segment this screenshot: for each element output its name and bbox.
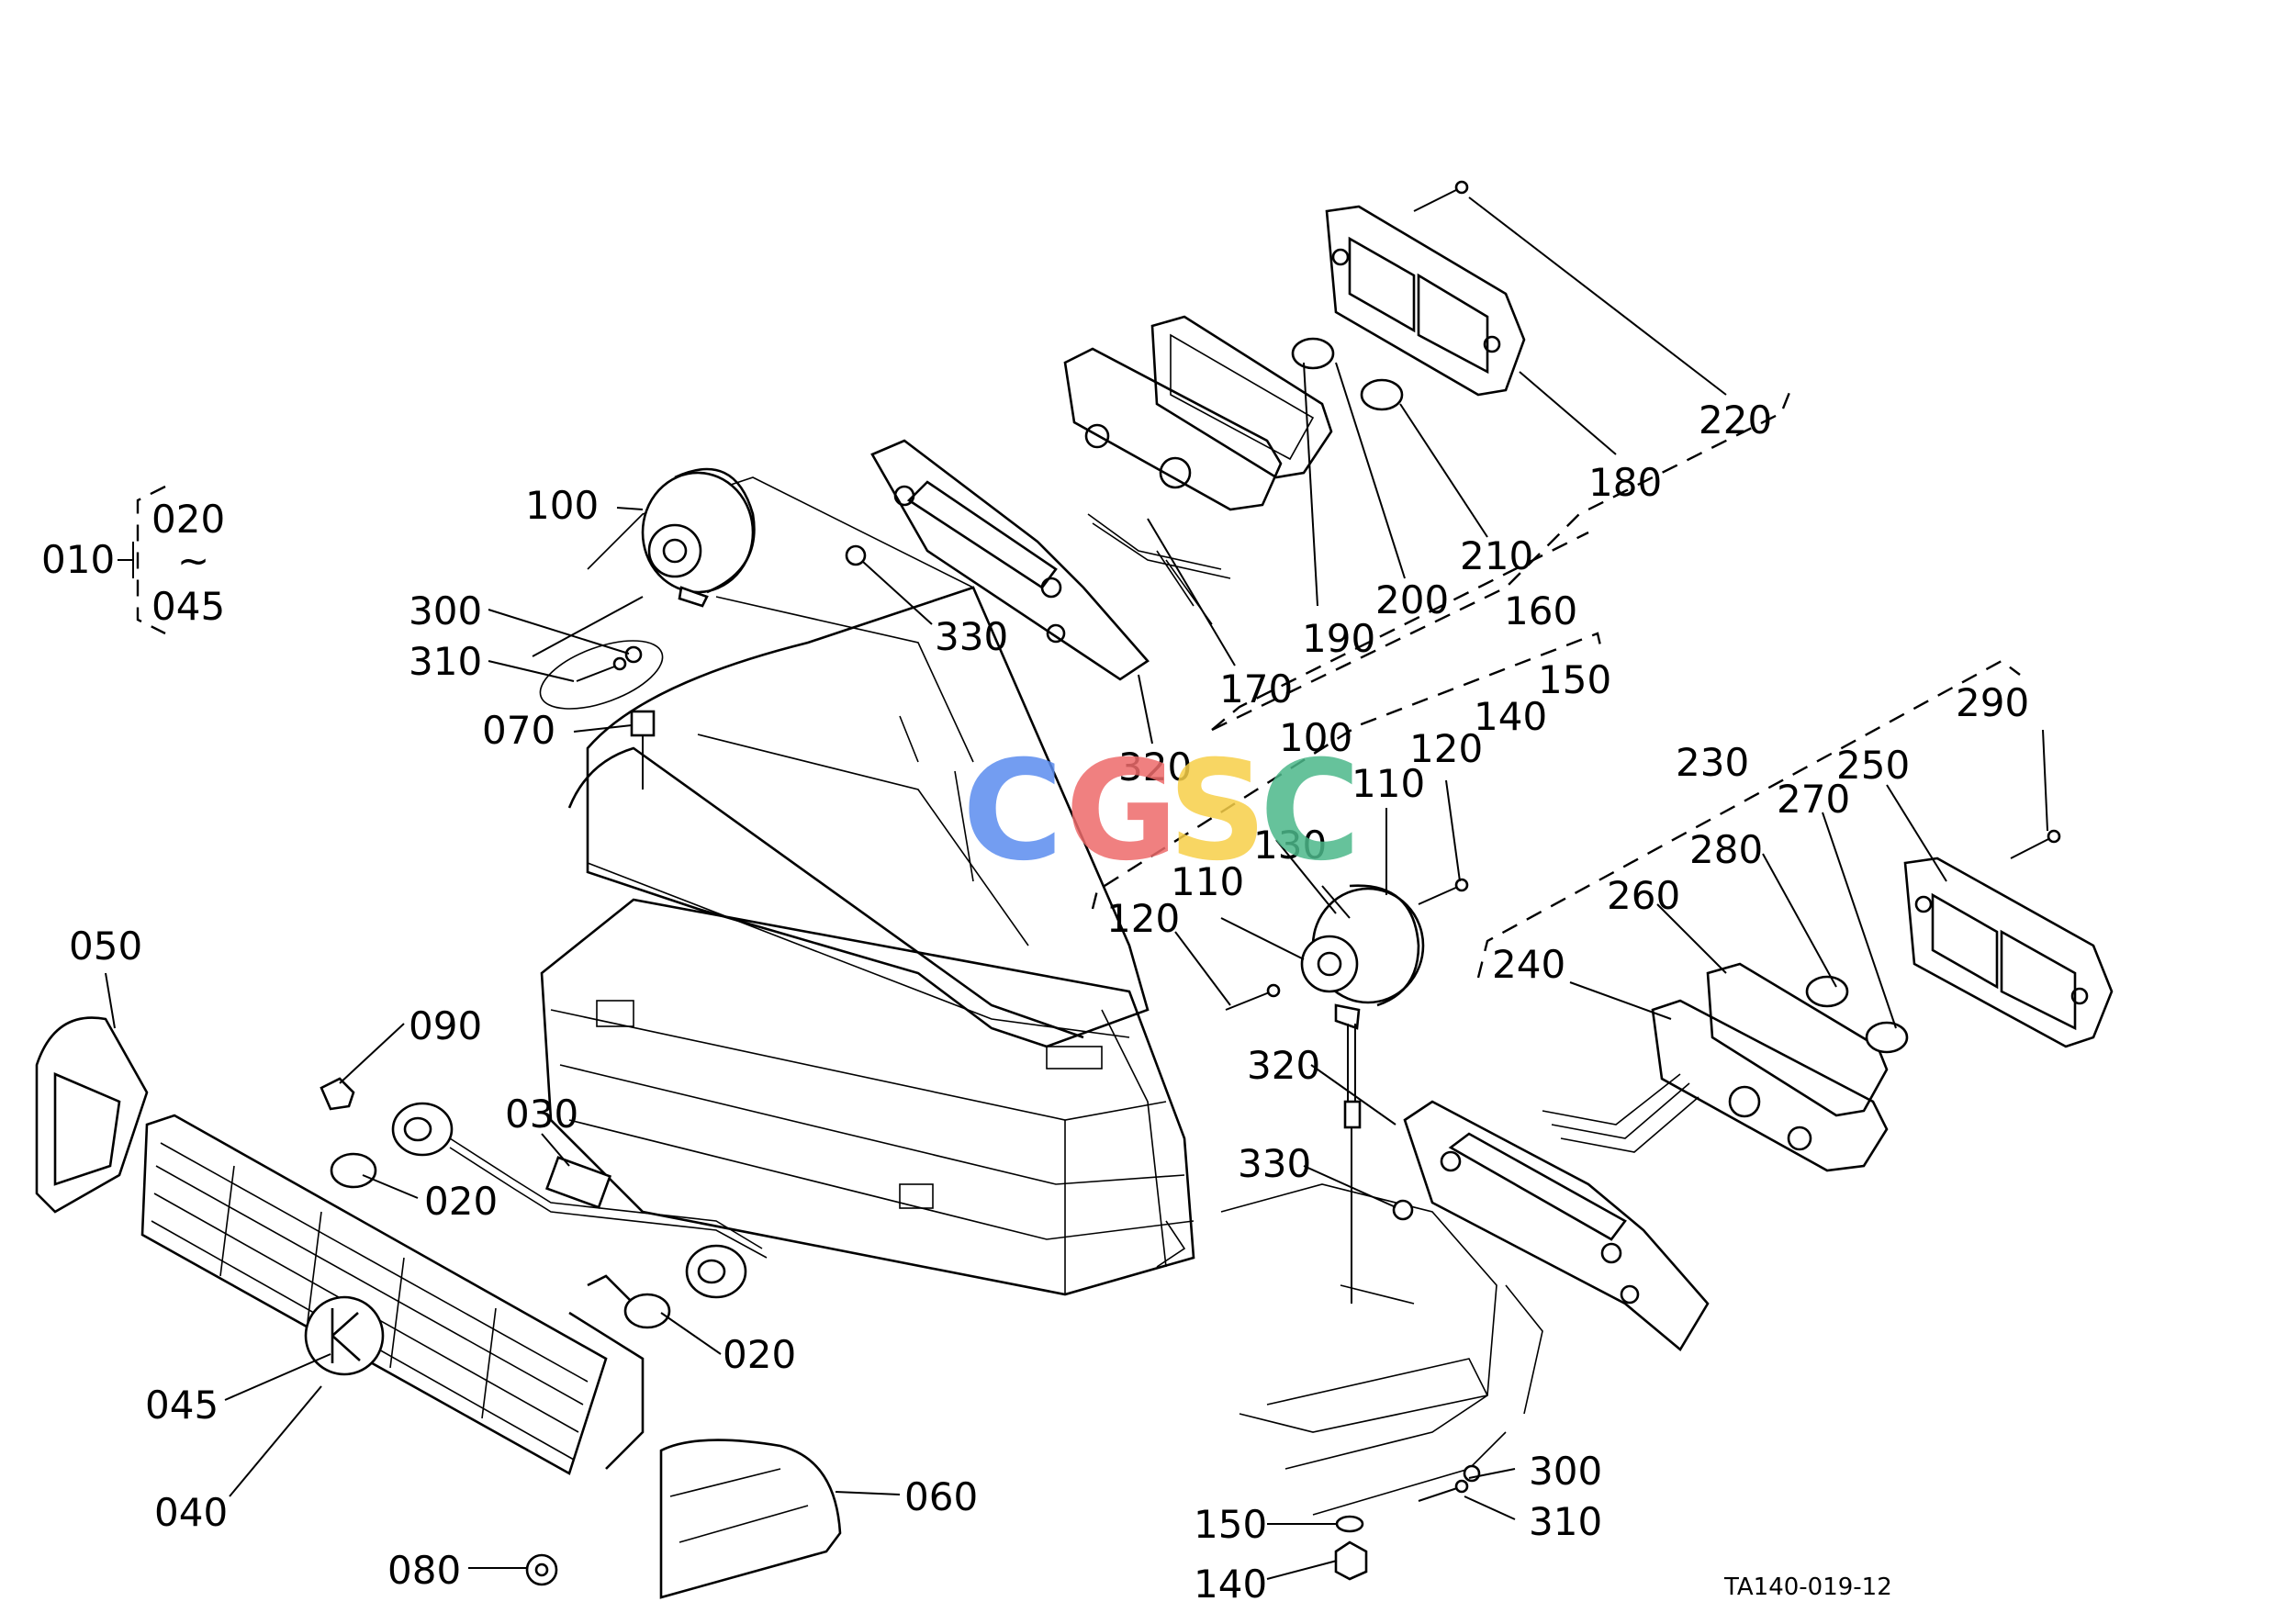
callout-330-top: 330 [935, 614, 1008, 659]
nut-330-left [845, 544, 867, 566]
callout-270: 270 [1777, 777, 1850, 822]
watermark-logo: C G S C [962, 732, 1361, 891]
callout-040: 040 [154, 1490, 228, 1535]
callout-330-right: 330 [1238, 1141, 1311, 1186]
bolt-070 [630, 710, 656, 790]
kit-outline-rear-left [1211, 389, 1792, 732]
callout-180: 180 [1588, 460, 1662, 505]
callout-320-top: 320 [1118, 745, 1192, 790]
nut-330-right [1392, 1199, 1414, 1221]
range-tilde: ~ [177, 538, 209, 583]
watermark-letter-1: C [962, 732, 1063, 891]
bulb-right-270 [1865, 1021, 1909, 1054]
callout-080: 080 [387, 1548, 461, 1593]
range-parent-label: 010 [41, 537, 115, 582]
callout-120-top: 120 [1409, 726, 1483, 771]
front-grille [140, 1114, 608, 1475]
callout-300-right: 300 [1529, 1449, 1602, 1494]
callout-320-right: 320 [1247, 1043, 1320, 1088]
callout-240: 240 [1492, 942, 1565, 987]
tail-lamp-lens-top [1325, 205, 1526, 397]
range-from-label: 020 [151, 497, 225, 542]
callout-310-left: 310 [409, 639, 482, 684]
tail-lamp-lens-right [1903, 857, 2114, 1048]
screw-290 [2010, 829, 2061, 859]
callout-100-right: 100 [1279, 715, 1352, 760]
watermark-letter-4: C [1260, 732, 1361, 891]
callout-100-left: 100 [525, 483, 599, 528]
bulb-socket-090 [320, 1077, 355, 1111]
callout-190: 190 [1302, 616, 1375, 661]
wiring-harness-030 [449, 1137, 768, 1259]
callout-140-top: 140 [1474, 694, 1547, 739]
kit-outline-work-lamp [1091, 632, 1604, 910]
screw-310-right [1418, 1464, 1481, 1502]
corner-lamp-060 [659, 1439, 842, 1599]
diagram-code: TA140-019-12 [1723, 1574, 1892, 1601]
lamp-bracket-left [870, 439, 1150, 681]
callout-130: 130 [1253, 823, 1327, 868]
side-marker-lamp [35, 1016, 149, 1214]
washer-150 [1335, 1515, 1364, 1533]
work-lamp-right [1300, 884, 1425, 1304]
bulb-top-200 [1360, 378, 1404, 411]
callout-300-left: 300 [409, 588, 482, 633]
tail-lamp-gasket-top [1150, 315, 1333, 479]
callout-290: 290 [1956, 680, 2029, 725]
lamp-bracket-right [1403, 1100, 1710, 1351]
callout-220: 220 [1699, 398, 1772, 442]
callout-280: 280 [1689, 827, 1763, 872]
callout-045: 045 [145, 1383, 219, 1428]
watermark-letter-3: S [1168, 732, 1267, 891]
callout-150-bottom: 150 [1194, 1502, 1267, 1547]
screw-120-left [1225, 983, 1281, 1011]
callout-110-left: 110 [1171, 859, 1244, 904]
callout-160: 160 [1504, 588, 1577, 633]
grille-frame-side [568, 1274, 645, 1470]
range-to-label: 045 [151, 584, 225, 629]
callout-030: 030 [505, 1092, 578, 1137]
callout-250: 250 [1836, 743, 1910, 788]
callout-020-lower: 020 [723, 1332, 796, 1377]
callout-labels: 100 300 310 070 330 320 170 190 200 210 … [69, 398, 2029, 1607]
callout-090: 090 [409, 1003, 482, 1048]
headlight-socket-020-b [623, 1244, 747, 1329]
callout-210: 210 [1460, 533, 1533, 578]
bulb-top-190 [1291, 337, 1335, 370]
grommet-080 [525, 1553, 558, 1586]
callout-050: 050 [69, 924, 142, 969]
bulb-right-280 [1805, 975, 1849, 1008]
callout-120-left: 120 [1106, 896, 1180, 941]
screw-310-left [539, 640, 664, 710]
hood-panel [540, 476, 1195, 1296]
callout-020-upper: 020 [424, 1179, 498, 1224]
tail-lamp-housing-top [1063, 347, 1283, 625]
callout-200: 200 [1375, 577, 1449, 622]
nut-140 [1334, 1540, 1368, 1581]
callout-060: 060 [904, 1474, 978, 1519]
callout-310-right: 310 [1529, 1499, 1602, 1544]
callout-110-top: 110 [1352, 761, 1425, 806]
callout-170: 170 [1219, 666, 1293, 711]
callout-230: 230 [1676, 740, 1749, 785]
screw-120-right [1418, 878, 1469, 905]
watermark-letter-2: G [1065, 732, 1178, 891]
work-lamp-left [641, 467, 756, 608]
callout-260: 260 [1607, 873, 1680, 918]
callout-150-top: 150 [1538, 657, 1611, 702]
range-bracket: 010 020 ~ 045 [41, 485, 225, 635]
tail-lamp-housing-right [1542, 999, 1889, 1172]
leader-lines [105, 196, 2048, 1580]
callout-140-bottom: 140 [1194, 1562, 1267, 1607]
headlight-socket-020-a [330, 1102, 454, 1189]
screw-220 [1413, 180, 1469, 212]
fender-plate [1220, 1183, 1543, 1516]
callout-070: 070 [482, 708, 555, 753]
tail-lamp-gasket-right [1706, 962, 1889, 1117]
kit-outline-rear-right [1476, 659, 2021, 979]
